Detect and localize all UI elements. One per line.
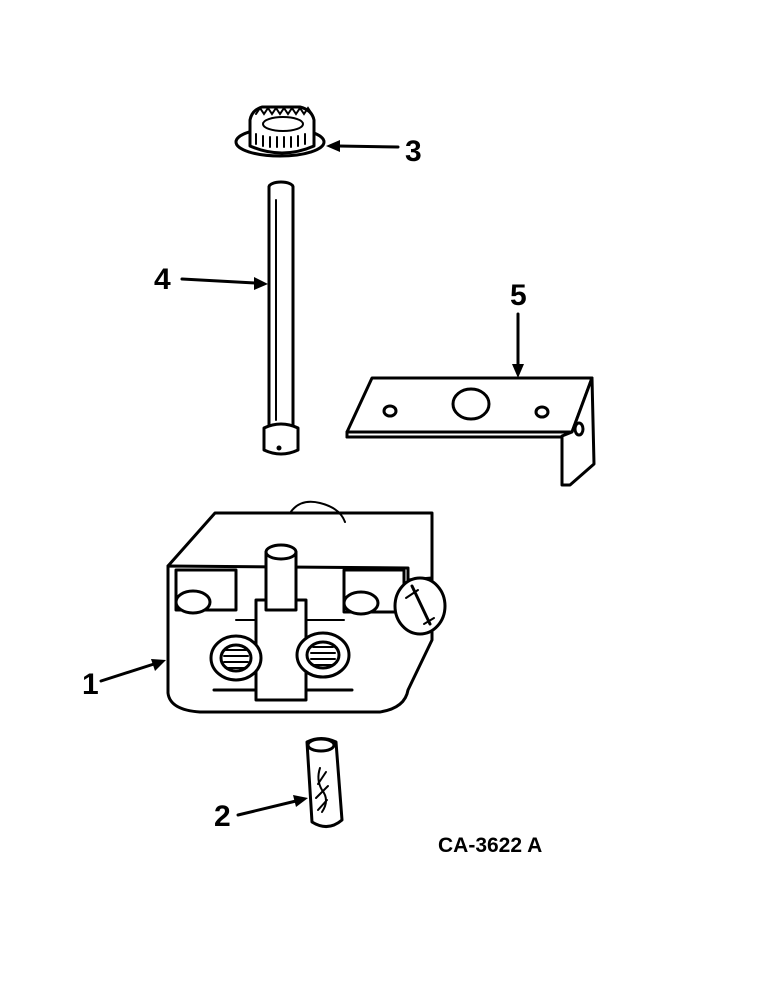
plug-part bbox=[305, 737, 344, 828]
callout-label-3: 3 bbox=[405, 135, 422, 168]
callout-arrow-2 bbox=[236, 795, 308, 817]
callout-arrow-5 bbox=[512, 312, 524, 378]
callout-label-2: 2 bbox=[214, 800, 231, 833]
callout-label-1: 1 bbox=[82, 668, 99, 701]
callout-arrow-3 bbox=[326, 140, 400, 152]
valve-body-part bbox=[166, 500, 447, 714]
callout-label-4: 4 bbox=[154, 263, 171, 296]
callout-arrow-1 bbox=[99, 659, 166, 683]
figure-id-label: CA-3622 A bbox=[438, 834, 542, 857]
rod-part bbox=[262, 180, 300, 456]
callout-arrow-4 bbox=[180, 277, 268, 290]
bracket-part bbox=[345, 376, 596, 487]
callout-label-5: 5 bbox=[510, 279, 527, 312]
cap-part bbox=[234, 105, 326, 158]
